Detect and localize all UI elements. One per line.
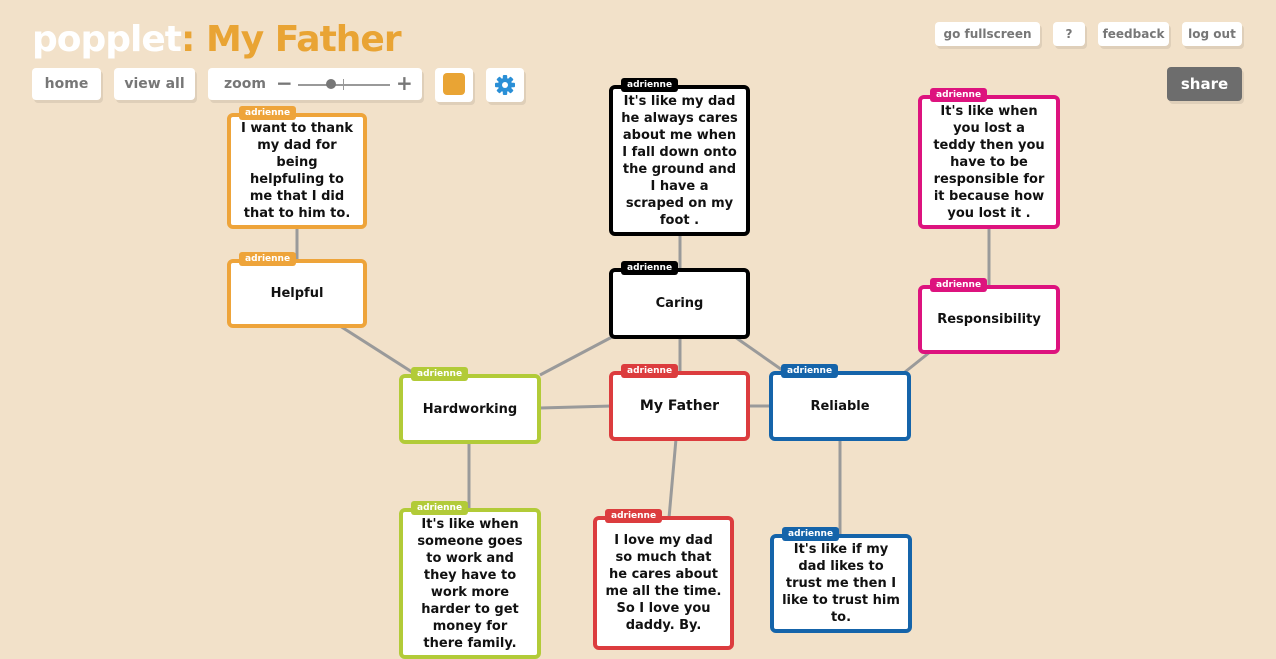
popple-text: Responsibility: [937, 312, 1041, 327]
popple-text: It's like when someone goes to work and …: [417, 516, 523, 651]
author-tag: adrienne: [930, 88, 988, 102]
zoom-in-button[interactable]: +: [396, 71, 413, 95]
author-tag: adrienne: [782, 527, 840, 541]
zoom-slider-tick: [343, 79, 344, 90]
author-tag: adrienne: [621, 78, 679, 92]
popple-text: It's like when you lost a teddy then you…: [933, 103, 1045, 221]
popple-trust[interactable]: adrienne It's like if my dad likes to tr…: [770, 527, 912, 633]
board-title[interactable]: My Father: [205, 19, 402, 60]
author-tag: adrienne: [621, 261, 679, 275]
popplet-logo: popplet: My Father: [32, 16, 402, 64]
popple-love[interactable]: adrienne I love my dad so much that he c…: [593, 509, 734, 650]
gear-icon: [495, 75, 515, 95]
connector-caring-hardworking: [539, 335, 613, 377]
view-all-button[interactable]: view all: [114, 68, 195, 100]
color-swatch: [443, 73, 465, 95]
popple-thank[interactable]: adrienne I want to thank my dad for bein…: [227, 106, 367, 229]
share-button[interactable]: share: [1167, 67, 1242, 101]
popple-responsibility[interactable]: adrienne Responsibility: [918, 278, 1060, 354]
popple-text: It's like my dad he always cares about m…: [621, 93, 738, 228]
connector-responsibility-reliable: [904, 350, 931, 374]
author-tag: adrienne: [930, 278, 988, 292]
popple-text: Reliable: [810, 398, 870, 414]
popple-my-father[interactable]: adrienne My Father: [609, 364, 750, 441]
settings-button[interactable]: [486, 68, 524, 102]
zoom-control: zoom − +: [208, 68, 422, 100]
zoom-slider-track[interactable]: [298, 84, 390, 86]
zoom-out-button[interactable]: −: [276, 71, 293, 95]
zoom-slider-handle[interactable]: [325, 79, 336, 89]
connector-myfather-love: [667, 438, 678, 519]
author-tag: adrienne: [605, 509, 663, 523]
author-tag: adrienne: [781, 364, 839, 378]
popple-text: Helpful: [270, 286, 324, 301]
brand-separator: :: [181, 19, 195, 60]
popple-text: Caring: [655, 296, 704, 311]
home-button[interactable]: home: [32, 68, 101, 100]
popple-helpful[interactable]: adrienne Helpful: [227, 252, 367, 328]
popple-text: It's like if my dad likes to trust me th…: [782, 542, 900, 625]
author-tag: adrienne: [621, 364, 679, 378]
brand-name: popplet: [32, 19, 182, 60]
popple-text: My Father: [639, 397, 720, 414]
zoom-label: zoom: [224, 76, 266, 92]
author-tag: adrienne: [239, 252, 297, 266]
author-tag: adrienne: [239, 106, 297, 120]
log-out-button[interactable]: log out: [1182, 22, 1242, 46]
author-tag: adrienne: [411, 367, 469, 381]
popple-text: I want to thank my dad for being helpful…: [241, 121, 353, 221]
author-tag: adrienne: [411, 501, 469, 515]
popple-teddy[interactable]: adrienne It's like when you lost a teddy…: [918, 88, 1060, 229]
popple-text: I love my dad so much that he cares abou…: [605, 533, 722, 633]
connector-helpful-hardworking: [339, 324, 413, 374]
popple-caring[interactable]: adrienne Caring: [609, 261, 750, 339]
color-picker-button[interactable]: [435, 68, 473, 102]
popple-scraped[interactable]: adrienne It's like my dad he always care…: [609, 78, 750, 236]
popple-reliable[interactable]: adrienne Reliable: [769, 364, 911, 441]
connector-caring-reliable: [734, 335, 786, 374]
feedback-button[interactable]: feedback: [1098, 22, 1169, 46]
go-fullscreen-button[interactable]: go fullscreen: [935, 22, 1040, 46]
popple-work[interactable]: adrienne It's like when someone goes to …: [399, 501, 541, 659]
connector-hardworking-myfather: [539, 404, 613, 410]
popple-hardworking[interactable]: adrienne Hardworking: [399, 367, 541, 444]
help-button[interactable]: ?: [1053, 22, 1085, 46]
popple-text: Hardworking: [422, 401, 518, 417]
